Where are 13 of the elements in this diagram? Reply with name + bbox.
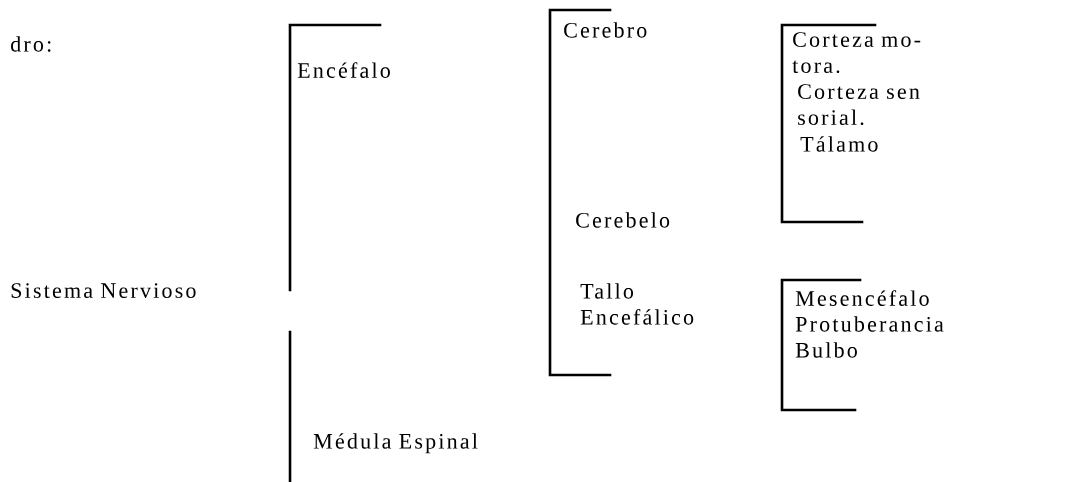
term-label: Protuberancia bbox=[795, 316, 944, 332]
term-label: Bulbo bbox=[795, 342, 857, 358]
term-label: Tallo Encefálico bbox=[580, 283, 694, 325]
term-label: Corteza mo- tora. bbox=[792, 32, 921, 74]
term-label: Mesencéfalo bbox=[795, 290, 929, 306]
term-label: Médula Espinal bbox=[313, 433, 478, 454]
term-label: Encéfalo bbox=[297, 62, 390, 78]
term-label: Tálamo bbox=[800, 136, 878, 152]
term-label: dro: bbox=[11, 36, 51, 52]
term-label: Cerebro bbox=[564, 22, 647, 38]
term-label: Cerebelo bbox=[576, 212, 670, 228]
term-label: Sistema Nervioso bbox=[11, 283, 196, 298]
term-label: Corteza sen sorial. bbox=[798, 84, 920, 126]
